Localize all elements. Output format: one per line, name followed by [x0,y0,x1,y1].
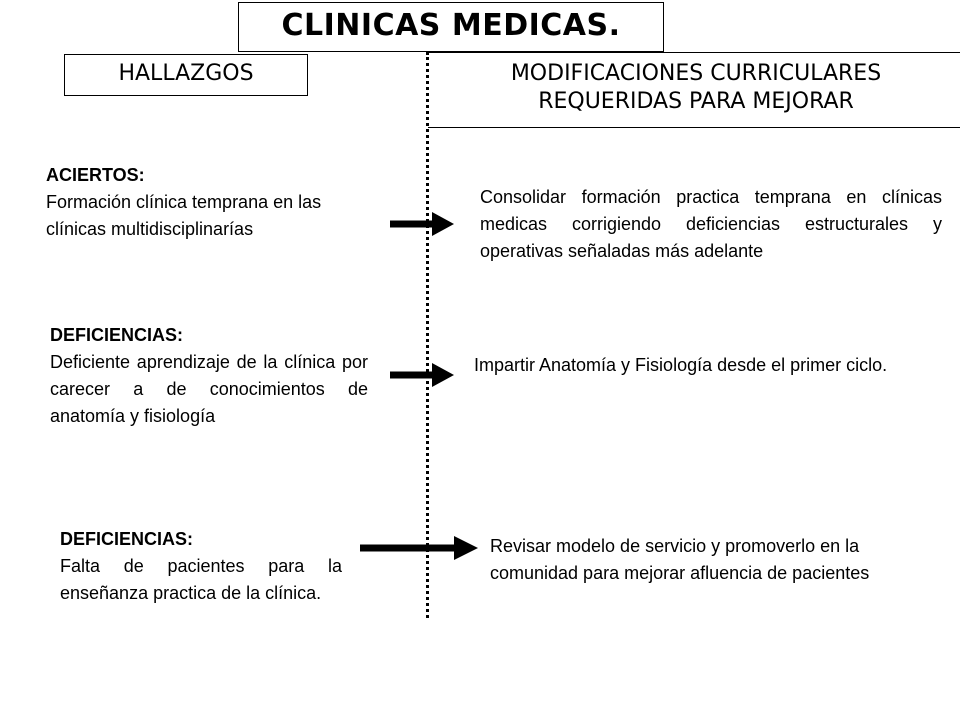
modifications-header-line-1: MODIFICACIONES CURRICULARES [510,61,882,86]
finding-heading: DEFICIENCIAS: [60,529,194,549]
finding-block-1: ACIERTOS: Formación clínica temprana en … [46,162,378,243]
dotted-divider [426,52,429,618]
finding-text: Deficiente aprendizaje de la clínica por… [50,352,368,426]
modification-block-2: Impartir Anatomía y Fisiología desde el … [474,355,888,375]
arrow-right-icon [390,363,454,387]
modifications-header-frame [428,52,960,128]
finding-block-3: DEFICIENCIAS: Falta de pacientes para la… [60,526,342,607]
modification-block-1: Consolidar formación practica temprana e… [480,187,942,261]
findings-header: HALLAZGOS [118,61,254,86]
finding-block-2: DEFICIENCIAS: Deficiente aprendizaje de … [50,322,368,430]
title-box: CLINICAS MEDICAS. [238,2,664,52]
finding-text: Falta de pacientes para la enseñanza pra… [60,556,342,603]
arrow-right-icon [390,212,454,236]
finding-heading: ACIERTOS: [46,165,145,185]
modifications-header-line-2: REQUERIDAS PARA MEJORAR [538,89,854,114]
findings-header-box: HALLAZGOS [64,54,308,96]
finding-heading: DEFICIENCIAS: [50,325,184,345]
page-title: CLINICAS MEDICAS. [281,8,621,43]
modification-block-3: Revisar modelo de servicio y promoverlo … [490,536,870,583]
modifications-header: MODIFICACIONES CURRICULARES REQUERIDAS P… [438,60,954,116]
arrow-right-icon [360,536,478,560]
finding-text: Formación clínica temprana en las clínic… [46,192,322,239]
